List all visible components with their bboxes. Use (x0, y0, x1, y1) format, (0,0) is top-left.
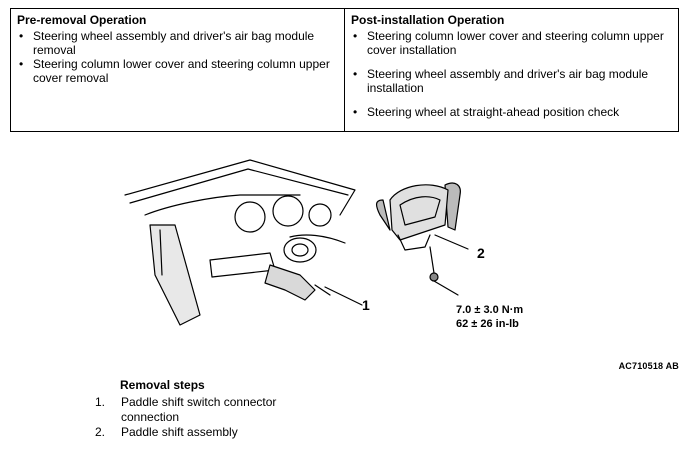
step-text: Paddle shift switch connector connection (121, 395, 277, 424)
torque-nm: 7.0 ± 3.0 N·m (456, 304, 524, 316)
operations-table: Pre-removal Operation Steering wheel ass… (10, 8, 679, 132)
post-installation-item: Steering column lower cover and steering… (351, 29, 672, 57)
removal-steps-title: Removal steps (120, 378, 205, 392)
figure-code: AC710518 AB (618, 361, 679, 371)
post-installation-column: Post-installation Operation Steering col… (345, 9, 678, 131)
pre-removal-column: Pre-removal Operation Steering wheel ass… (11, 9, 345, 131)
post-installation-item: Steering wheel assembly and driver's air… (351, 67, 672, 95)
post-installation-title: Post-installation Operation (351, 13, 505, 27)
callout-2: 2 (477, 245, 485, 261)
steering-column-illustration (124, 159, 469, 326)
removal-steps-list: 1. Paddle shift switch connector connect… (95, 395, 311, 440)
removal-step: 2. Paddle shift assembly (95, 425, 311, 440)
pre-removal-list: Steering wheel assembly and driver's air… (17, 29, 338, 85)
step-number: 2. (95, 425, 106, 439)
pre-removal-item: Steering wheel assembly and driver's air… (17, 29, 338, 57)
step-text: Paddle shift assembly (121, 425, 238, 439)
pre-removal-item: Steering column lower cover and steering… (17, 57, 338, 85)
removal-step: 1. Paddle shift switch connector connect… (95, 395, 311, 425)
torque-inlb: 62 ± 26 in-lb (456, 318, 519, 330)
pre-removal-title: Pre-removal Operation (17, 13, 147, 27)
post-installation-item: Steering wheel at straight-ahead positio… (351, 105, 672, 119)
post-installation-list: Steering column lower cover and steering… (351, 29, 672, 119)
torque-spec: 7.0 ± 3.0 N·m 62 ± 26 in-lb (456, 303, 523, 331)
callout-1: 1 (362, 297, 370, 313)
step-number: 1. (95, 395, 106, 409)
